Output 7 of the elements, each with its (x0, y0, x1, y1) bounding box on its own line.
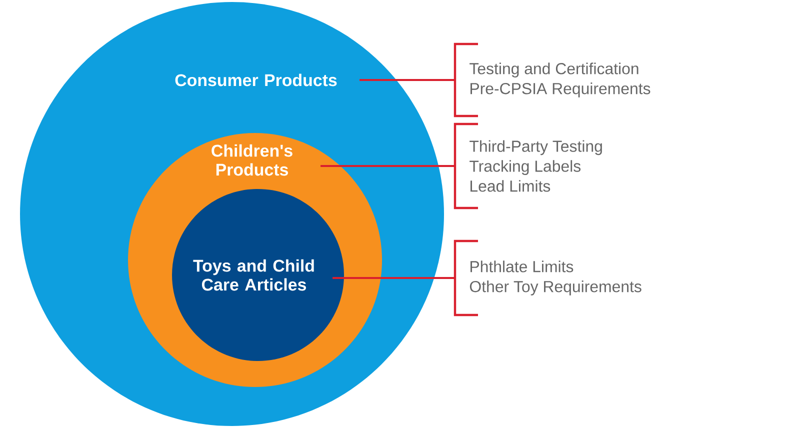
connector-line (320, 165, 455, 167)
circle-region: Toys and Child Care Articles (172, 189, 344, 361)
connector-line (332, 277, 455, 279)
bracket-list: Third-Party Testing Tracking Labels Lead Limits (454, 122, 602, 210)
connector-line (360, 79, 455, 81)
bracket-list: Testing and Certification Pre-CPSIA Requirements (454, 42, 650, 118)
bracket-list: Phthlate Limits Other Toy Requirements (454, 240, 642, 316)
